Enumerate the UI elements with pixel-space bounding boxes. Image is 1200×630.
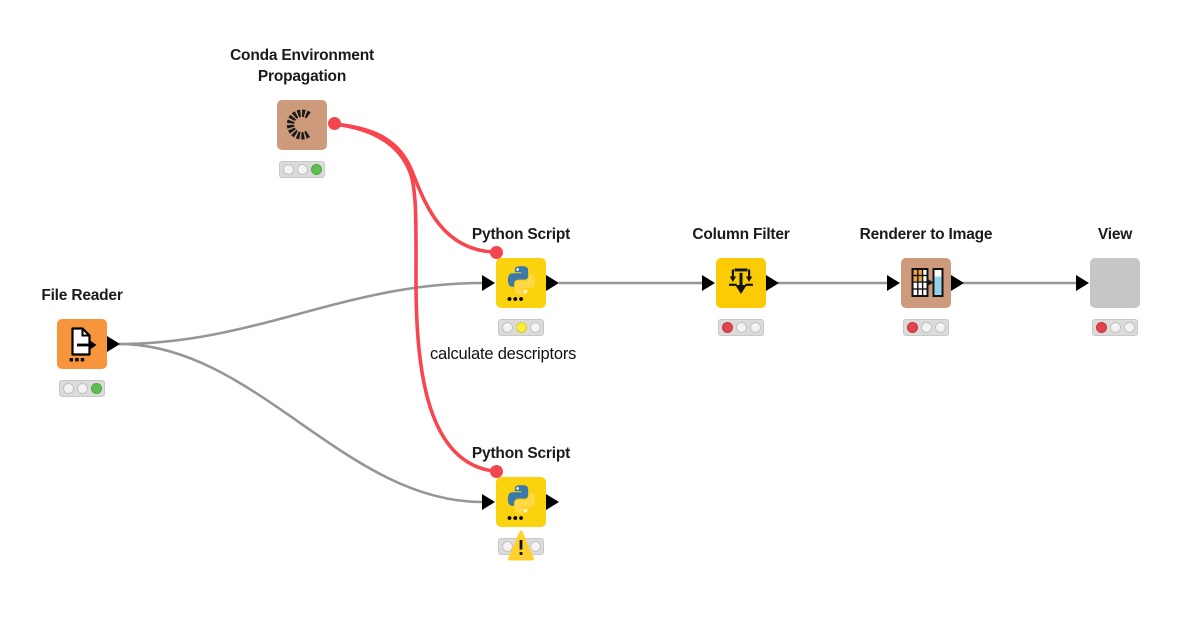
connection-file-reader-to-python-script-1[interactable] <box>118 281 483 346</box>
node-label: Renderer to Image <box>859 226 993 243</box>
connection-conda-to-python-script-2[interactable] <box>332 122 495 473</box>
data-input-port[interactable] <box>482 494 495 510</box>
node-status-traffic-light <box>279 161 325 178</box>
node-python-script-2: Python Script <box>472 445 570 561</box>
workflow-annotation[interactable]: calculate descriptors <box>430 345 577 363</box>
python-logo-icon <box>507 485 536 520</box>
file-document-arrow-icon <box>69 327 97 362</box>
node-label: File Reader <box>41 287 123 304</box>
node-label: Column Filter <box>692 226 790 243</box>
flow-variable-output-port[interactable] <box>328 117 341 130</box>
node-body[interactable] <box>496 258 546 308</box>
node-status-traffic-light <box>59 380 105 397</box>
node-renderer-to-image: Renderer to Image <box>860 226 993 336</box>
data-output-port[interactable] <box>546 275 559 291</box>
data-output-port[interactable] <box>546 494 559 510</box>
warning-icon <box>508 530 534 561</box>
flow-variable-input-port[interactable] <box>490 246 503 259</box>
node-conda-environment-propagation: Conda Environment Propagation <box>230 47 374 178</box>
node-status-traffic-light <box>498 319 544 336</box>
node-body[interactable] <box>57 319 107 369</box>
node-status-traffic-light <box>498 530 544 561</box>
node-status-traffic-light <box>903 319 949 336</box>
node-status-traffic-light <box>1092 319 1138 336</box>
conda-c-icon <box>286 109 311 140</box>
node-label: Conda Environment Propagation <box>230 47 374 85</box>
python-logo-icon <box>507 266 536 301</box>
data-input-port[interactable] <box>887 275 900 291</box>
node-body[interactable] <box>716 258 766 308</box>
data-input-port[interactable] <box>1076 275 1089 291</box>
node-python-script-1: Python Script <box>472 226 570 336</box>
connection-file-reader-to-python-script-2[interactable] <box>118 342 483 504</box>
node-body[interactable] <box>277 100 327 150</box>
data-output-port[interactable] <box>951 275 964 291</box>
node-status-traffic-light <box>718 319 764 336</box>
node-body[interactable] <box>496 477 546 527</box>
node-column-filter: Column Filter <box>692 226 790 336</box>
node-body[interactable] <box>901 258 951 308</box>
node-view: View <box>1076 226 1140 336</box>
data-output-port[interactable] <box>766 275 779 291</box>
node-label: Python Script <box>471 226 571 243</box>
node-label: Python Script <box>471 445 571 462</box>
column-filter-arrows-icon <box>729 268 753 294</box>
data-output-port[interactable] <box>107 336 120 352</box>
data-input-port[interactable] <box>702 275 715 291</box>
node-file-reader: File Reader <box>41 287 123 397</box>
data-input-port[interactable] <box>482 275 495 291</box>
node-label: View <box>1097 226 1133 243</box>
table-to-image-icon <box>911 268 944 297</box>
flow-variable-input-port[interactable] <box>490 465 503 478</box>
node-body[interactable] <box>1090 258 1140 308</box>
